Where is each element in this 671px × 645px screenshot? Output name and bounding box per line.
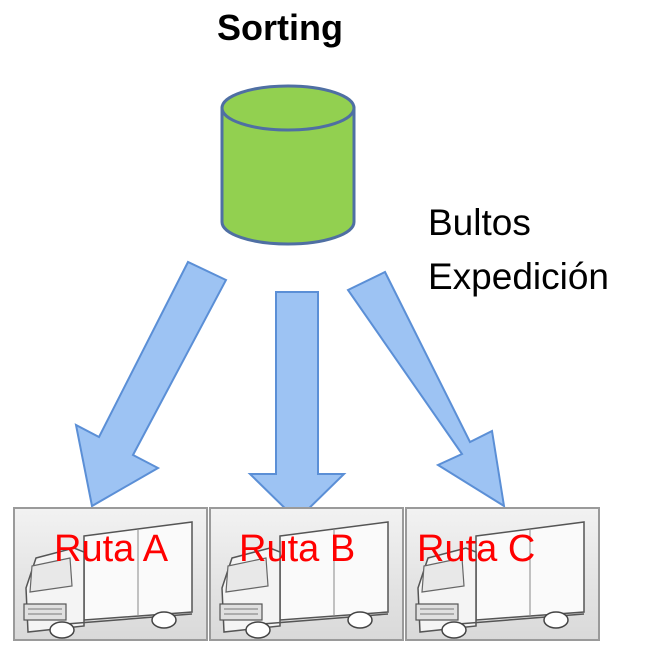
truck-label-ruta-c: Ruta C [417, 528, 536, 570]
truck-label-ruta-a: Ruta A [54, 528, 169, 570]
caption-line-expedicion: Expedición [428, 256, 610, 297]
down-arrow-icon-right [346, 270, 506, 509]
truck-label-ruta-b: Ruta B [239, 528, 356, 570]
database-cylinder-icon [220, 84, 356, 246]
down-arrow-icon-center [247, 291, 347, 522]
truck-icon-b [209, 507, 404, 641]
truck-icon-a [13, 507, 208, 641]
arrows-caption: Bultos Expedición [428, 196, 609, 304]
truck-icon-c [405, 507, 600, 641]
down-arrow-icon-left [74, 260, 228, 508]
caption-line-bultos: Bultos [428, 202, 531, 243]
diagram-title: Sorting [217, 7, 343, 48]
